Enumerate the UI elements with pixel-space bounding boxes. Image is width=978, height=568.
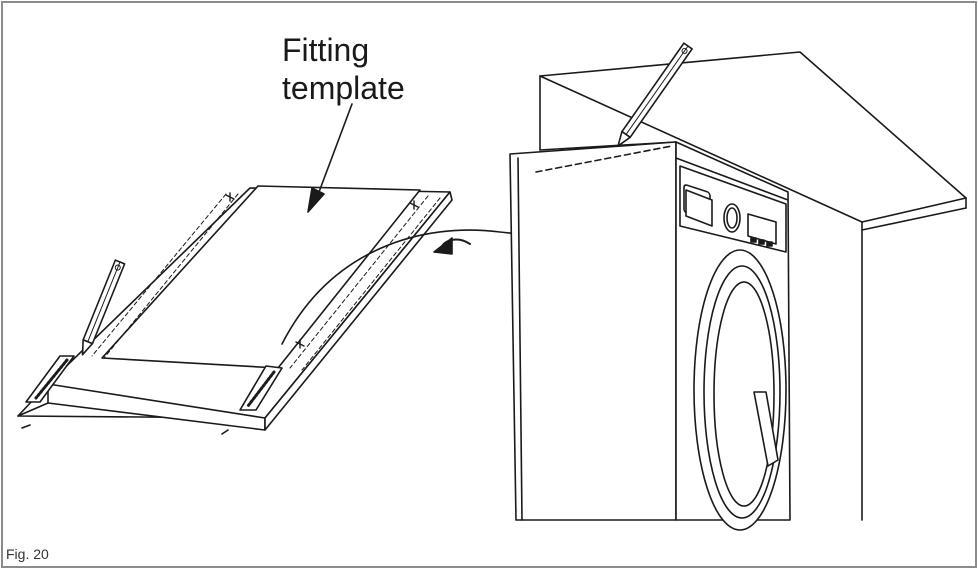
- pencil-icon: [617, 42, 693, 147]
- door-panel-held: [509, 141, 677, 521]
- callout-arrow: [307, 103, 353, 213]
- figure-number: Fig. 20: [6, 546, 49, 562]
- washing-machine: [675, 141, 791, 531]
- fitting-template-sheet: [25, 185, 441, 411]
- pencil-icon: [81, 259, 126, 356]
- callout-label-line2: template: [282, 70, 405, 106]
- callout-label-line1: Fitting: [282, 32, 370, 68]
